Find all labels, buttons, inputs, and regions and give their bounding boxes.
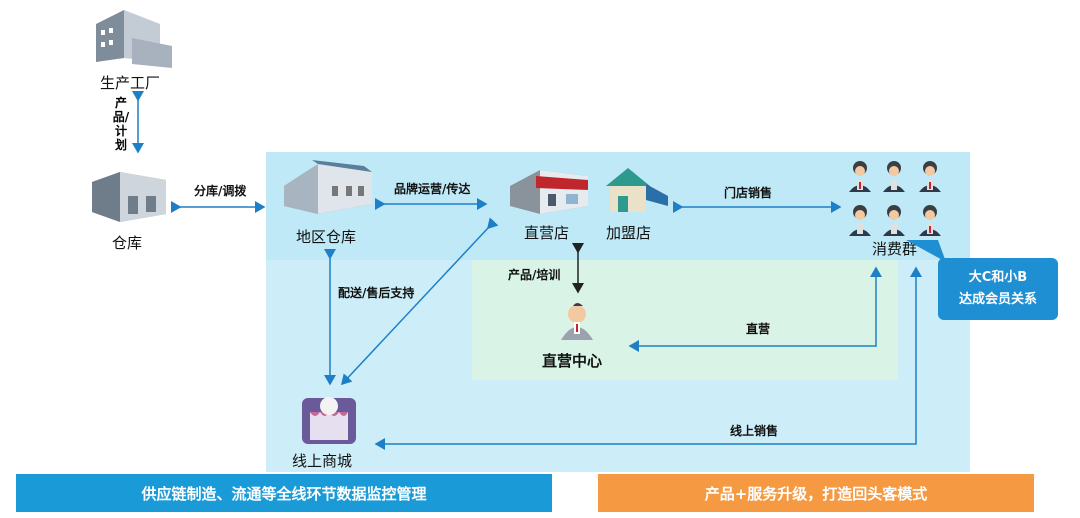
arrow-consumers-online: [374, 272, 917, 450]
edge-label-product-training: 产品/培训: [508, 268, 561, 282]
direct-store-icon: [510, 170, 588, 214]
direct-store-label: 直营店: [524, 224, 570, 242]
upgrade-bar: 产品+服务升级，打造回头客模式: [598, 474, 1034, 512]
edge-label-distribute: 分库/调拨: [194, 184, 247, 198]
consumers-icon: [849, 161, 941, 236]
direct-center-label: 直营中心: [542, 352, 603, 370]
factory-label: 生产工厂: [100, 74, 161, 92]
franchise-store-icon: [606, 168, 668, 212]
arrow-directstore-online: [340, 217, 499, 386]
arrow-consumers-center: [628, 272, 877, 352]
edge-label-delivery-support: 配送/售后支持: [338, 286, 415, 300]
regional-warehouse-icon: [284, 160, 372, 214]
edge-label-direct: 直营: [746, 322, 771, 336]
warehouse-icon: [92, 172, 166, 222]
edge-label-online-sales: 线上销售: [730, 424, 779, 438]
consumers-label: 消费群: [872, 240, 918, 258]
direct-center-icon: [561, 303, 593, 340]
edge-label-store-sales: 门店销售: [724, 186, 773, 200]
callout-line1: 大C和小B: [968, 270, 1028, 285]
online-mall-icon: [302, 397, 356, 444]
membership-callout: 大C和小B 达成会员关系: [938, 258, 1058, 320]
callout-line2: 达成会员关系: [958, 292, 1037, 307]
warehouse-label: 仓库: [112, 234, 143, 252]
direct-center-panel: [472, 260, 898, 380]
factory-icon: [96, 10, 172, 68]
edge-label-product-plan: 产品/计划: [112, 96, 130, 152]
edge-label-brand-ops: 品牌运营/传达: [394, 182, 471, 196]
online-mall-label: 线上商城: [292, 452, 353, 470]
regional-warehouse-label: 地区仓库: [296, 228, 357, 246]
supply-chain-bar: 供应链制造、流通等全线环节数据监控管理: [16, 474, 552, 512]
franchise-store-label: 加盟店: [606, 224, 652, 242]
